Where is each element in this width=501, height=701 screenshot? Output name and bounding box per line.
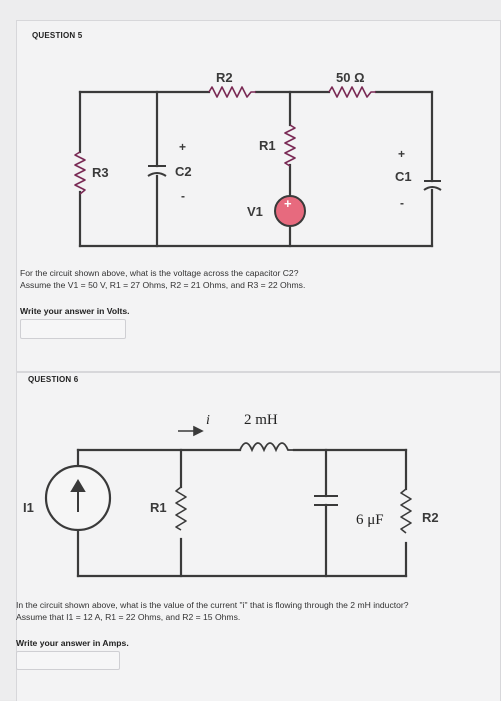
q5-label-50ohm: 50 Ω bbox=[336, 70, 365, 85]
q5-label-r1: R1 bbox=[259, 138, 276, 153]
q6-r2-resistor bbox=[400, 488, 412, 534]
q6-r1-resistor bbox=[175, 486, 187, 531]
q6-label-i: i bbox=[206, 413, 210, 428]
q5-label-c2: C2 bbox=[175, 164, 192, 179]
q6-inductor bbox=[239, 442, 294, 453]
q5-r2-resistor bbox=[208, 86, 256, 98]
question-6-title: QUESTION 6 bbox=[28, 375, 79, 384]
q5-r50-resistor bbox=[328, 86, 376, 98]
q5-v1-source-circle bbox=[274, 195, 306, 227]
q5-label-v1: V1 bbox=[247, 204, 263, 219]
q5-c1-minus-sign: - bbox=[400, 196, 404, 210]
question-6-text-line2: Assume that I1 = 12 A, R1 = 22 Ohms, and… bbox=[16, 612, 241, 622]
q6-i1-arrow-icon bbox=[70, 479, 86, 512]
q6-label-capacitor: 6 μF bbox=[356, 512, 384, 528]
q5-r3-resistor bbox=[74, 151, 86, 195]
question-5-prompt: Write your answer in Volts. bbox=[20, 306, 130, 316]
q6-label-inductor: 2 mH bbox=[244, 412, 278, 428]
q5-c2-plate-bottom bbox=[147, 172, 167, 177]
q6-label-i1: I1 bbox=[23, 500, 34, 515]
q6-label-r1: R1 bbox=[150, 500, 167, 515]
q5-c1-plus-sign: + bbox=[398, 147, 405, 161]
q5-v1-plus-sign: + bbox=[284, 196, 292, 211]
question-5-panel bbox=[16, 20, 501, 372]
q5-c1-plate-bottom bbox=[423, 186, 442, 191]
q5-c2-plus-sign: + bbox=[179, 140, 186, 154]
question-6-panel bbox=[16, 372, 501, 701]
question-6-prompt: Write your answer in Amps. bbox=[16, 638, 129, 648]
question-5-answer-input[interactable] bbox=[20, 319, 126, 339]
q6-label-r2: R2 bbox=[422, 510, 439, 525]
q5-label-r2: R2 bbox=[216, 70, 233, 85]
q5-label-r3: R3 bbox=[92, 165, 109, 180]
question-6-answer-input[interactable] bbox=[16, 651, 120, 670]
question-5-text-line2: Assume the V1 = 50 V, R1 = 27 Ohms, R2 =… bbox=[20, 280, 306, 290]
question-5-title: QUESTION 5 bbox=[32, 31, 83, 40]
q6-current-arrow-icon bbox=[178, 425, 204, 437]
question-6-text-line1: In the circuit shown above, what is the … bbox=[16, 600, 409, 610]
q5-c2-minus-sign: - bbox=[181, 189, 185, 203]
q5-r1-resistor bbox=[284, 124, 296, 167]
q5-label-c1: C1 bbox=[395, 169, 412, 184]
question-5-text-line1: For the circuit shown above, what is the… bbox=[20, 268, 299, 278]
